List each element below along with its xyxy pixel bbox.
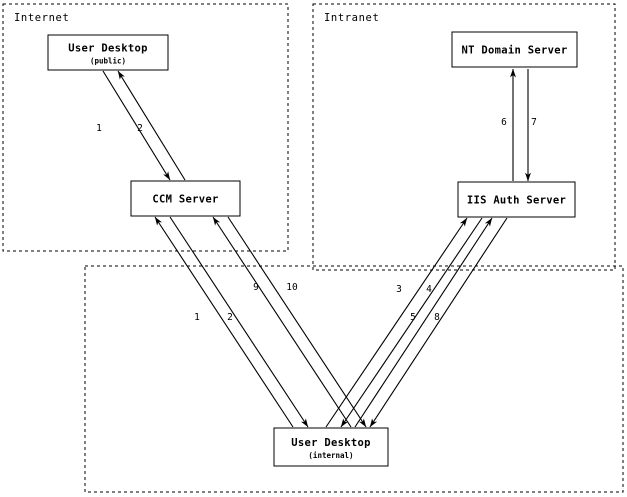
- flow-step-label-1-user-desktop-public: 1: [96, 123, 102, 134]
- node-label-ccm-server: CCM Server: [152, 194, 218, 206]
- zone-internet: Internet: [2, 3, 289, 252]
- zone-boundary-internet: [2, 3, 289, 252]
- node-label-iis-auth-server: IIS Auth Server: [467, 195, 566, 207]
- flow-line-2-ccm-server-to-user-desktop-internal: [169, 216, 309, 428]
- flow-step-label-5-user-desktop-internal: 5: [410, 312, 416, 323]
- node-label-user-desktop-public: User Desktop: [68, 43, 147, 55]
- node-box-ccm-server[interactable]: [130, 180, 241, 217]
- zone-internal: [84, 265, 624, 493]
- flow-labels-layer: 1 2 1 2 3 4 5 8 6 7 9 10: [96, 117, 537, 323]
- nodes-layer: User Desktop (public) CCM Server NT Domain …: [47, 31, 578, 467]
- node-label-user-desktop-internal: User Desktop: [291, 437, 370, 449]
- flow-line-10-ccm-server-to-user-desktop-internal: [227, 216, 367, 428]
- flow-line-1-user-desktop-internal-to-ccm-server: [154, 216, 294, 428]
- node-user-desktop-internal[interactable]: User Desktop (internal): [273, 427, 389, 467]
- zone-boundary-intranet: [312, 3, 616, 271]
- flow-line-3-user-desktop-internal-to-iis-auth-server: [325, 217, 468, 428]
- flow-step-label-2-ccm-server: 2: [137, 123, 143, 134]
- flow-line-4-iis-auth-server-to-user-desktop-internal: [340, 217, 483, 428]
- flows-layer: [102, 68, 531, 428]
- flow-step-label-7-nt-domain-server: 7: [531, 117, 537, 128]
- flow-line-5-user-desktop-internal-to-iis-auth-server: [354, 217, 493, 428]
- flow-line-8-iis-auth-server-to-user-desktop-internal: [369, 217, 508, 428]
- flow-step-label-2-ccm-server: 2: [227, 312, 233, 323]
- node-box-user-desktop-internal[interactable]: [273, 427, 389, 467]
- node-user-desktop-public[interactable]: User Desktop (public): [47, 34, 169, 71]
- zone-label-internet: Internet: [14, 12, 69, 24]
- node-ccm-server[interactable]: CCM Server: [130, 180, 241, 217]
- node-box-user-desktop-public[interactable]: [47, 34, 169, 71]
- flow-step-label-1-user-desktop-internal: 1: [194, 312, 200, 323]
- zone-intranet: Intranet: [312, 3, 616, 271]
- flow-step-label-3-user-desktop-internal: 3: [396, 284, 402, 295]
- flow-line-9-user-desktop-internal-to-ccm-server: [212, 216, 352, 428]
- flow-step-label-4-iis-auth-server: 4: [426, 284, 432, 295]
- flow-step-label-9-user-desktop-internal: 9: [253, 282, 259, 293]
- node-box-nt-domain-server[interactable]: [451, 31, 578, 68]
- flow-line-1-user-desktop-public-to-ccm-server: [102, 70, 171, 181]
- node-box-iis-auth-server[interactable]: [457, 181, 576, 218]
- zone-label-intranet: Intranet: [324, 12, 379, 24]
- node-sublabel-user-desktop-internal: (internal): [308, 451, 353, 460]
- node-sublabel-user-desktop-public: (public): [90, 57, 126, 66]
- flow-step-label-10-ccm-server: 10: [286, 282, 298, 293]
- zones-layer: Internet Intranet: [2, 3, 624, 493]
- node-label-nt-domain-server: NT Domain Server: [462, 45, 568, 57]
- flow-line-2-ccm-server-to-user-desktop-public: [117, 70, 186, 181]
- zone-boundary-internal: [84, 265, 624, 493]
- flow-step-label-8-iis-auth-server: 8: [434, 312, 440, 323]
- flow-step-label-6-iis-auth-server: 6: [501, 117, 507, 128]
- node-nt-domain-server[interactable]: NT Domain Server: [451, 31, 578, 68]
- node-iis-auth-server[interactable]: IIS Auth Server: [457, 181, 576, 218]
